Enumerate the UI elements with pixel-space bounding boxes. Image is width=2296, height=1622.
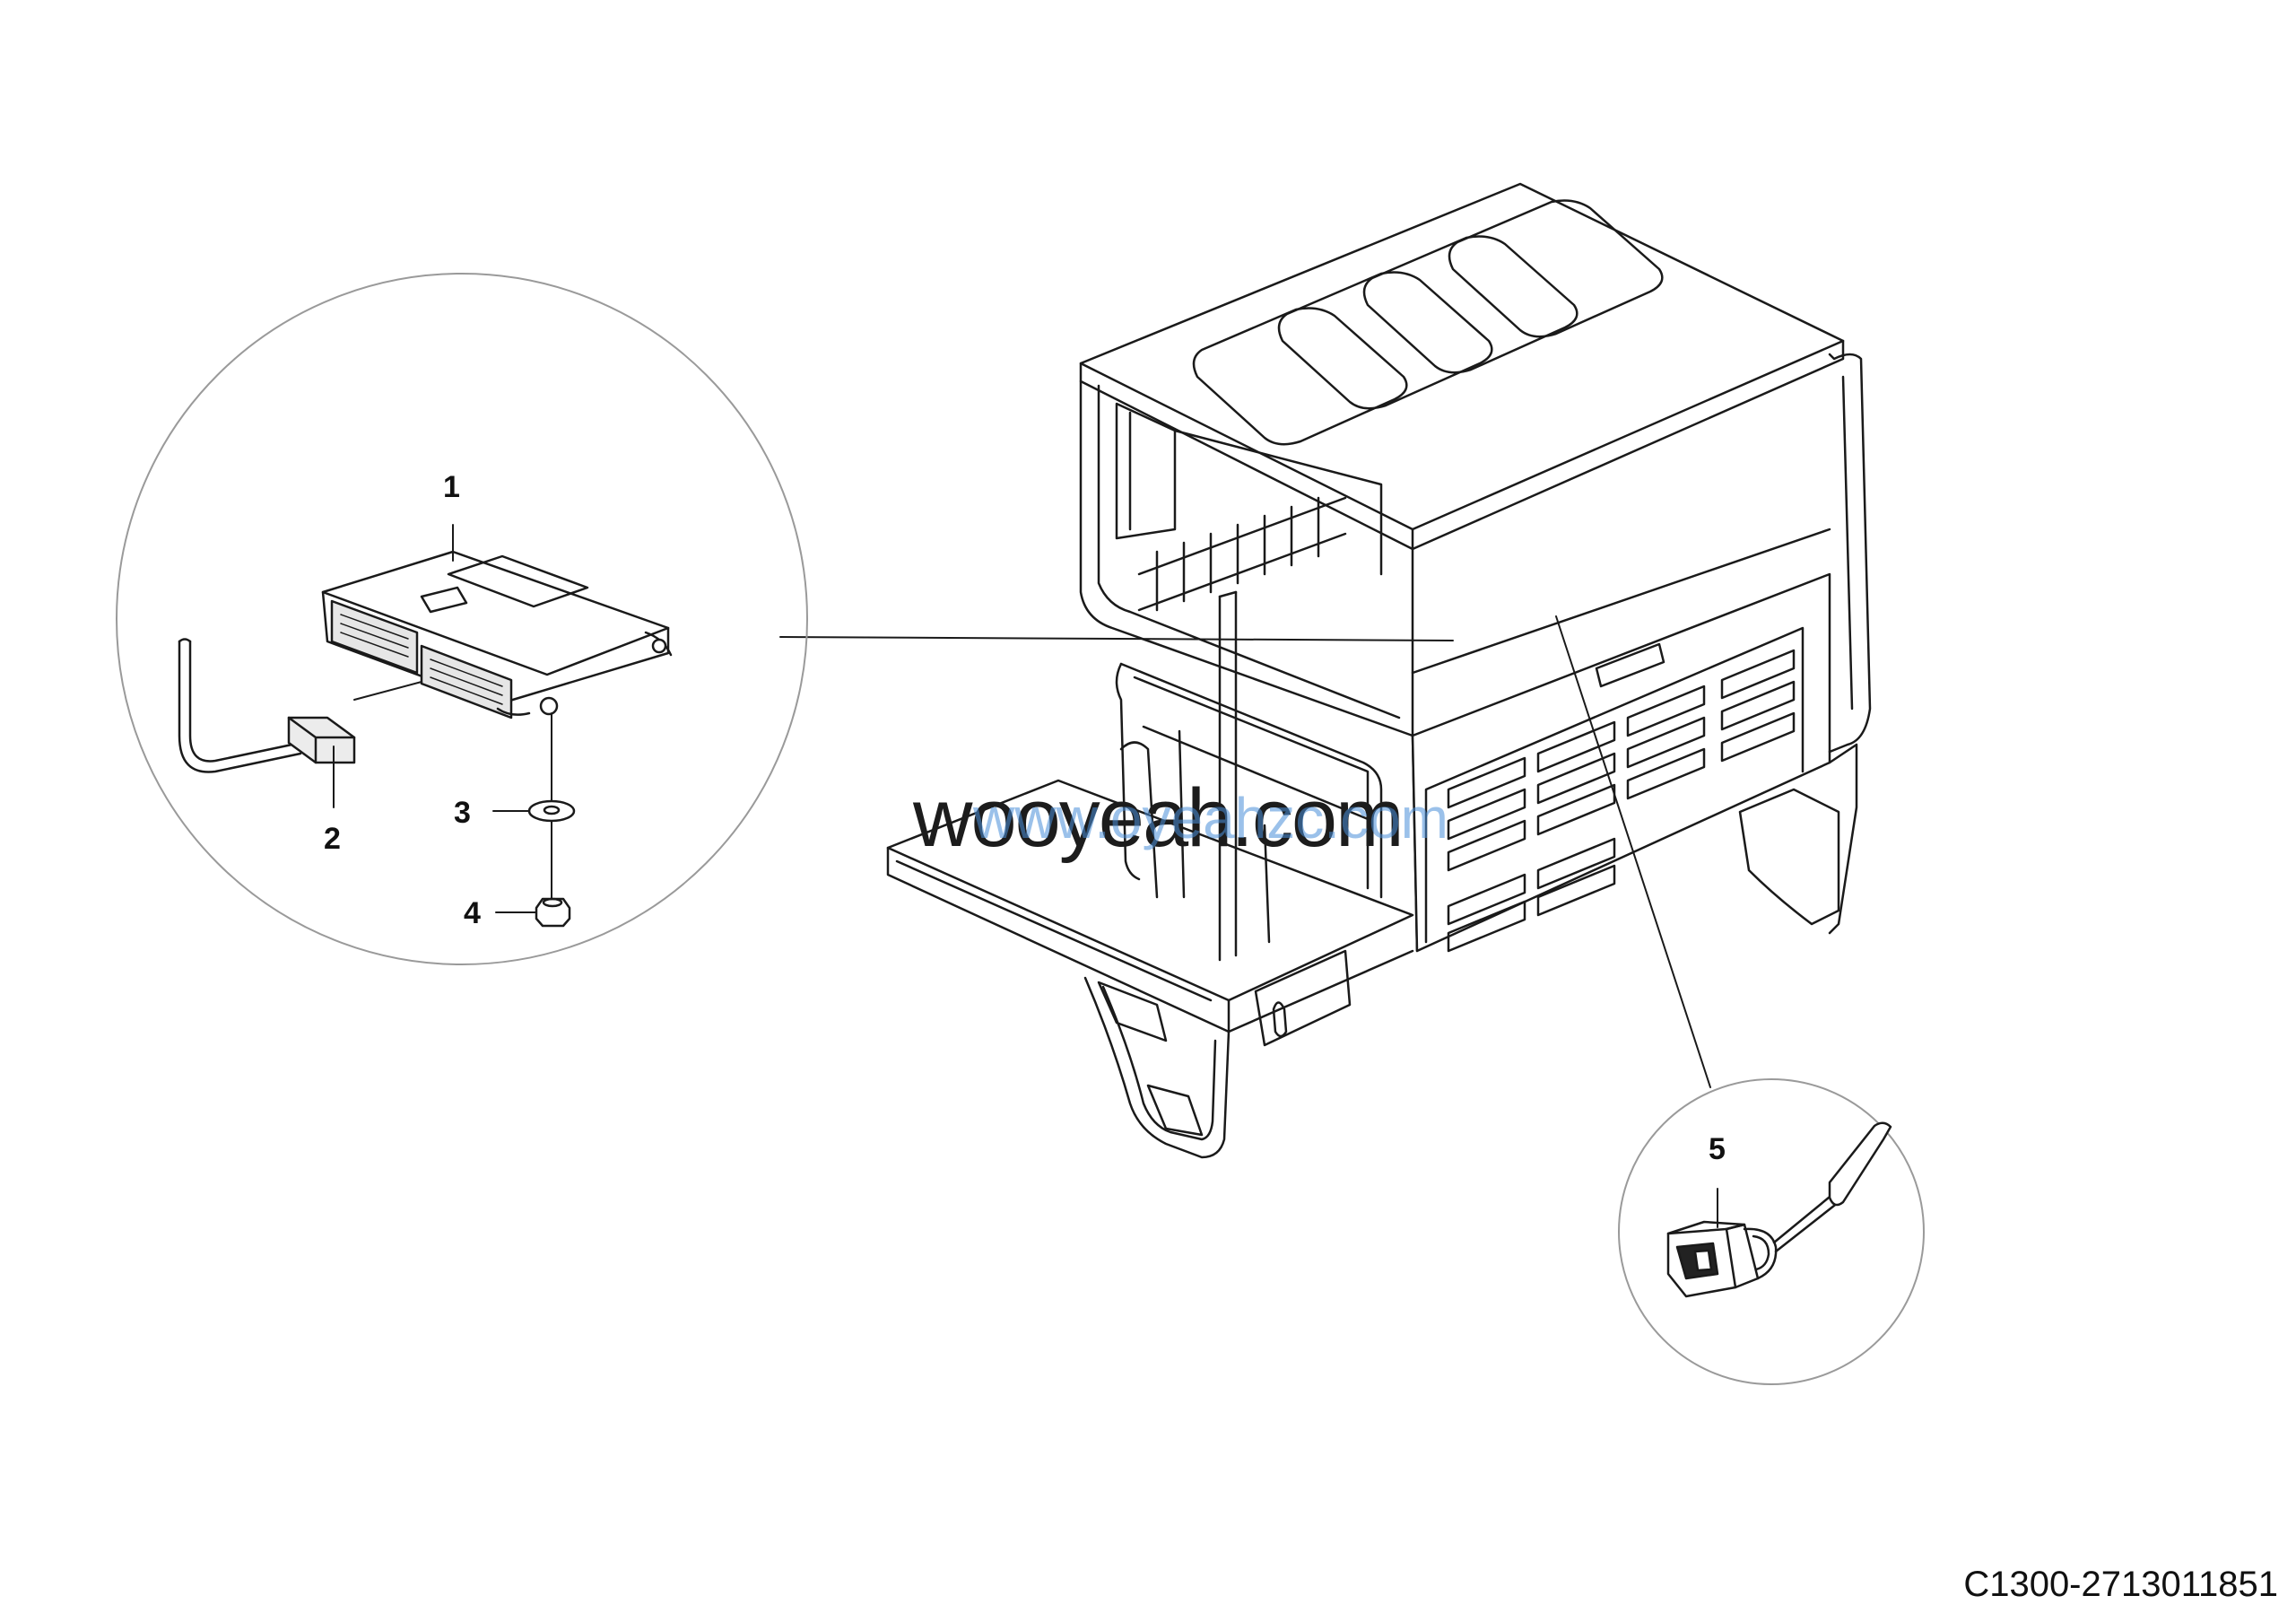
rear-cage	[1115, 590, 1383, 962]
rear-grille-slots	[1447, 642, 1796, 953]
sensor-harness	[178, 638, 356, 773]
detail-circle-ecu	[116, 273, 808, 965]
callout-1: 1	[443, 470, 460, 504]
leader-line-detail-a	[779, 636, 1454, 641]
callout-4: 4	[464, 896, 481, 930]
side-handrail	[1828, 353, 1872, 754]
washer	[527, 799, 576, 823]
watermark-overlay: www.oyeahzc.com	[973, 786, 1448, 850]
document-id: C1300-2713011851	[1963, 1565, 2278, 1604]
multi-function-switch	[1666, 1121, 1892, 1298]
callout-2: 2	[324, 822, 341, 856]
detail-circle-switch	[1618, 1078, 1925, 1385]
cab-front-pillar	[1079, 379, 1414, 737]
cab-fender	[1083, 976, 1231, 1159]
cab-floor	[886, 779, 1414, 1002]
cab-inner-lattice	[1137, 496, 1347, 612]
callout-3: 3	[454, 796, 471, 830]
nut	[535, 897, 571, 928]
callout-5: 5	[1709, 1132, 1726, 1166]
ecu-control-unit	[321, 550, 673, 719]
cab-assembly	[886, 182, 1872, 1159]
leader-2b	[353, 681, 422, 701]
roof-ribs	[1192, 199, 1664, 446]
watermark: wooyeah.com	[913, 772, 1405, 864]
leader-line-detail-b	[1555, 615, 1711, 1088]
